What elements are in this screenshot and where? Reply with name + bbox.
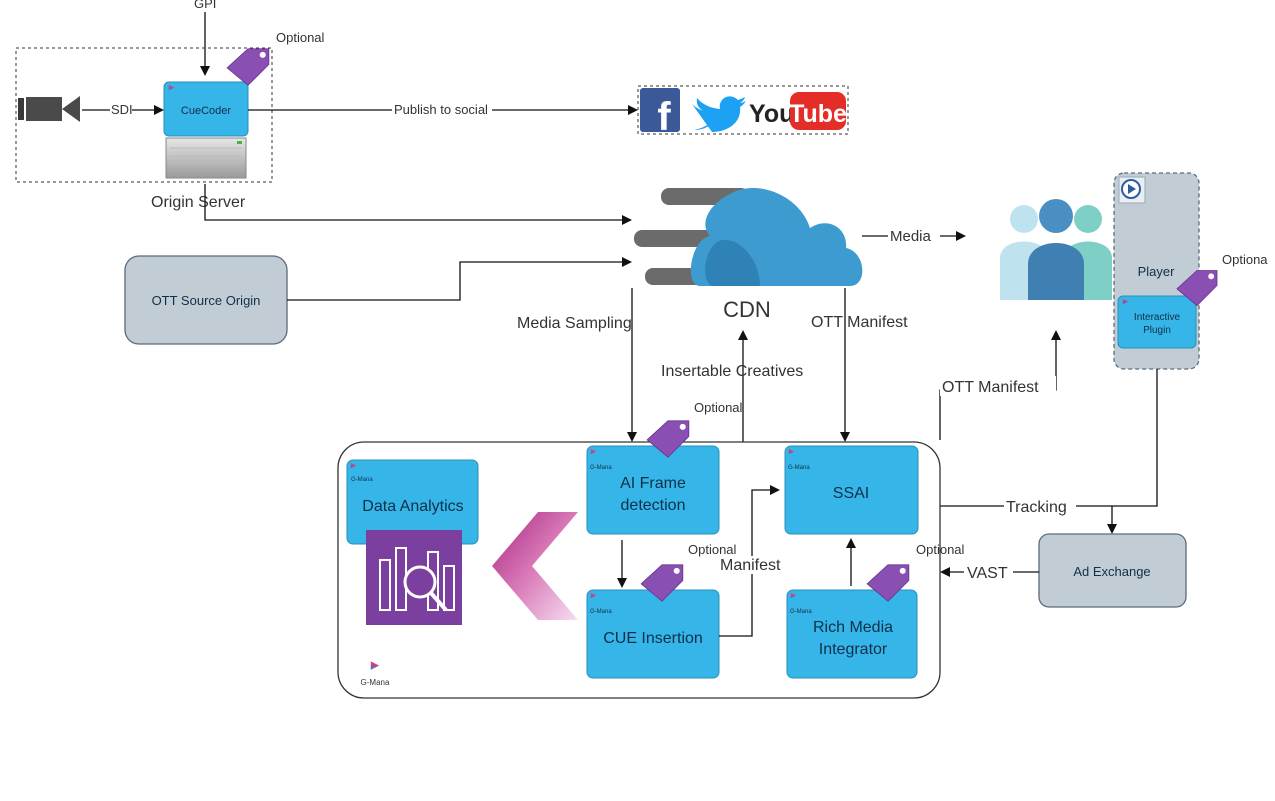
flow-chevron-icon xyxy=(492,512,578,620)
cuecoder-module[interactable]: CueCoder xyxy=(163,81,249,137)
svg-text:Tube: Tube xyxy=(789,100,847,128)
media-sampling-edge: Media Sampling xyxy=(517,288,637,442)
ai-frame-detection-module[interactable]: G-Mana AI Frame detection xyxy=(586,445,720,535)
ai-frame-label-1: AI Frame xyxy=(620,475,686,492)
manifest-label: Manifest xyxy=(720,557,781,574)
ad-exchange-box[interactable]: Ad Exchange xyxy=(1038,533,1187,608)
ai-frame-optional-label: Optional xyxy=(694,400,743,415)
cuecoder-label: CueCoder xyxy=(181,105,231,117)
tracking-label: Tracking xyxy=(1006,499,1067,516)
rich-media-label-2: Integrator xyxy=(819,641,888,658)
plugin-label-1: Interactive xyxy=(1134,312,1181,323)
facebook-icon: f xyxy=(640,88,680,139)
ott-source-origin-box[interactable]: OTT Source Origin xyxy=(124,255,288,345)
rich-media-optional-label: Optional xyxy=(916,542,965,557)
ott-source-origin-label: OTT Source Origin xyxy=(152,293,261,308)
twitter-icon xyxy=(692,96,746,132)
sdi-label: SDI xyxy=(111,102,133,117)
manifest-edge: Manifest xyxy=(719,485,788,637)
insertable-creatives-edge: Insertable Creatives xyxy=(661,330,803,442)
ad-exchange-label: Ad Exchange xyxy=(1073,564,1150,579)
svg-text:You: You xyxy=(749,100,794,128)
ott-manifest-player-label: OTT Manifest xyxy=(942,379,1039,396)
plugin-label-2: Plugin xyxy=(1143,325,1171,336)
origin-server-caption: Origin Server xyxy=(151,194,246,211)
ott-manifest-cdn-edge: OTT Manifest xyxy=(811,288,908,442)
audience-icon xyxy=(1000,199,1112,300)
svg-text:G-Mana: G-Mana xyxy=(351,477,373,483)
tracking-edge: Tracking xyxy=(940,369,1158,534)
youtube-icon: You Tube xyxy=(749,92,847,130)
publish-label: Publish to social xyxy=(394,102,488,117)
gpi-input: GPI xyxy=(194,0,216,76)
origin-to-cdn-edge xyxy=(204,184,632,225)
data-analytics-label: Data Analytics xyxy=(362,498,463,515)
ott-manifest-top-label: OTT Manifest xyxy=(811,314,908,331)
svg-text:G-Mana: G-Mana xyxy=(788,465,810,471)
social-platforms: f You Tube xyxy=(637,85,849,139)
svg-text:G-Mana: G-Mana xyxy=(590,465,612,471)
ssai-label: SSAI xyxy=(833,485,869,502)
ssai-module[interactable]: G-Mana SSAI xyxy=(784,445,919,535)
media-edge: Media xyxy=(862,228,966,245)
optional-tag-icon xyxy=(226,48,270,86)
data-analytics-module[interactable]: G-Mana Data Analytics xyxy=(346,459,479,545)
player-label: Player xyxy=(1138,264,1176,279)
server-icon xyxy=(165,137,247,179)
ott-manifest-player-edge: OTT Manifest xyxy=(939,330,1061,440)
ott-source-to-cdn-edge xyxy=(287,257,632,301)
ai-frame-label-2: detection xyxy=(621,497,686,514)
vast-label: VAST xyxy=(967,565,1008,582)
gmana-brand-label: G-Mana xyxy=(361,678,390,687)
camera-icon xyxy=(18,96,80,122)
svg-text:G-Mana: G-Mana xyxy=(590,609,612,615)
interactive-plugin-module[interactable]: Interactive Plugin xyxy=(1117,295,1197,349)
analytics-icon xyxy=(366,530,462,625)
gpi-label: GPI xyxy=(194,0,216,11)
origin-server-boundary xyxy=(15,47,273,183)
plugin-optional-label: Optiona xyxy=(1222,252,1268,267)
origin-server-group: SDI CueCoder Optional Origin Server xyxy=(15,30,325,211)
rich-media-integrator-module[interactable]: G-Mana Rich Media Integrator xyxy=(786,589,918,679)
svg-text:f: f xyxy=(657,95,671,139)
cuecoder-optional-label: Optional xyxy=(276,30,325,45)
cdn-label: CDN xyxy=(723,297,771,322)
publish-edge: Publish to social xyxy=(248,102,638,117)
media-label: Media xyxy=(890,228,932,245)
insertable-creatives-label: Insertable Creatives xyxy=(661,363,803,380)
cue-insertion-label: CUE Insertion xyxy=(603,630,703,647)
rich-media-label-1: Rich Media xyxy=(813,619,893,636)
cue-insertion-module[interactable]: G-Mana CUE Insertion xyxy=(586,589,720,679)
vast-edge: VAST xyxy=(940,565,1039,582)
svg-text:G-Mana: G-Mana xyxy=(790,609,812,615)
cdn-cloud-icon xyxy=(634,188,863,286)
cue-optional-label: Optional xyxy=(688,542,737,557)
media-sampling-label: Media Sampling xyxy=(517,315,632,332)
